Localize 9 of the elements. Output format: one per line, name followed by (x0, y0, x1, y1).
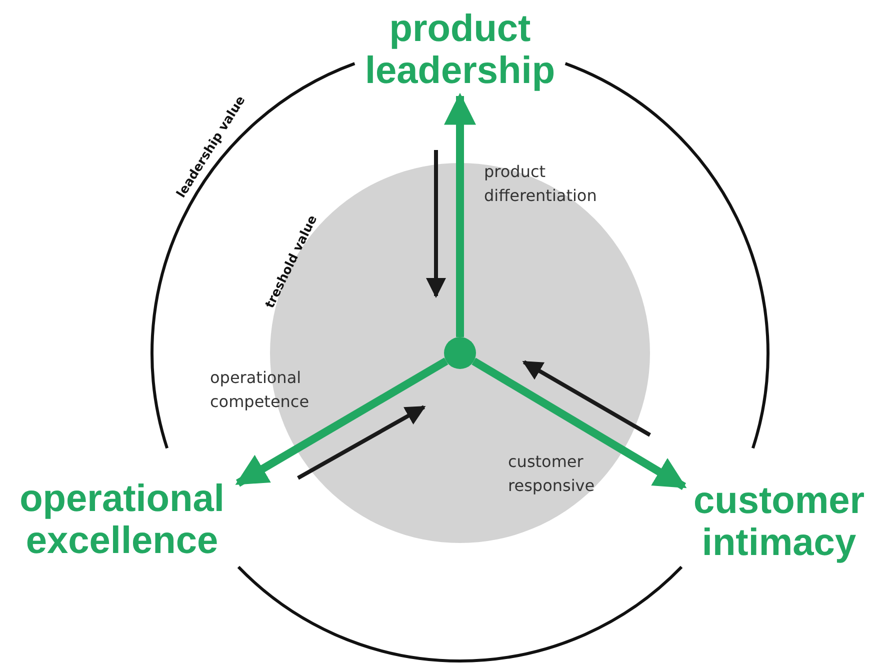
arrow (235, 358, 448, 487)
axis-label: operational competence (210, 367, 310, 413)
pillar-title: customer intimacy (684, 480, 874, 568)
pillar-title: product leadership (340, 8, 580, 96)
axis-label: customer responsive (508, 451, 596, 497)
pillar-title: operational excellence (6, 478, 238, 566)
arrow (472, 358, 687, 490)
arrow (444, 92, 476, 337)
axis-label: product differentiation (484, 161, 598, 207)
